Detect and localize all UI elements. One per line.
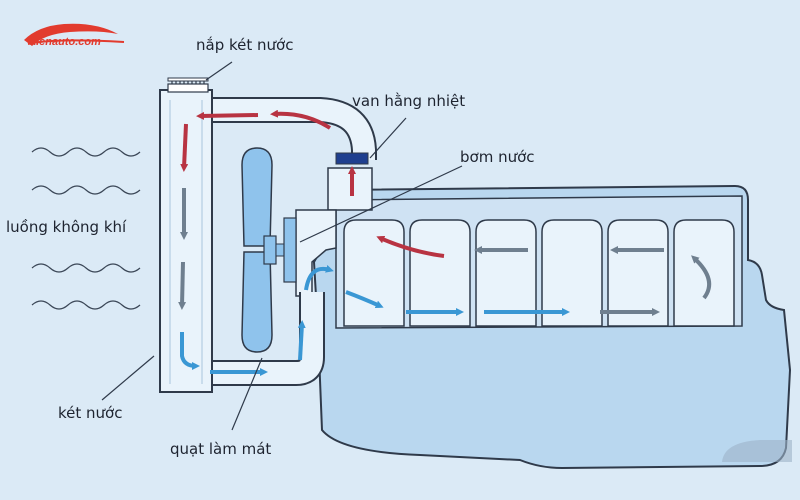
hot-flow-arrows [180,109,445,258]
arrow-icon [691,255,712,300]
leader-radiator [101,355,155,401]
fan-hub [263,235,277,265]
fan-blade-top [241,147,273,247]
arrow-icon [297,320,306,361]
watermark-badge [722,440,792,462]
label-radiator: két nước [58,404,123,422]
label-airflow: luồng không khí [6,218,127,236]
radiator-cap [167,77,209,93]
leader-lines [101,61,463,431]
label-thermostat: van hằng nhiệt [352,92,466,110]
arrow-icon [180,332,200,370]
arrow-icon [196,111,259,120]
arrow-icon [178,261,187,310]
arrow-icon [270,109,332,130]
leader-thermostat [369,117,407,159]
airflow-wave [31,300,141,310]
cylinder [607,219,669,327]
fan-icon [241,147,297,353]
airflow-wave [31,185,141,195]
lower-hose-inner [204,292,323,384]
airflow-wave-lines-icon [31,147,141,310]
leader-radiator-cap [205,61,233,81]
cylinder [409,219,471,327]
water-pump-body [295,209,337,297]
cylinder [475,219,537,327]
airflow-wave [31,147,141,157]
arrow-icon [376,235,445,258]
airflow-wave [31,263,141,273]
upper-hose-inner [212,99,375,160]
cool-flow-arrows [180,265,570,376]
arrow-icon [304,265,334,291]
label-cooling-fan: quạt làm mát [170,440,272,458]
fan-blade-bottom [241,251,273,353]
leader-water-pump [299,165,463,243]
cylinder [541,219,603,327]
label-radiator-cap: nắp két nước [196,36,294,54]
label-water-pump: bơm nước [460,148,535,166]
thermostat-valve [335,152,369,165]
pump-pulley [283,217,297,283]
leader-cooling-fan [231,357,263,431]
arrow-icon [345,290,384,309]
arrow-icon [180,123,189,172]
fan-shaft [275,243,285,257]
brand-logo-text: kienauto.com [30,36,101,48]
cylinder [343,219,405,327]
neutral-flow-arrows [178,188,712,316]
brand-logo [24,23,125,46]
